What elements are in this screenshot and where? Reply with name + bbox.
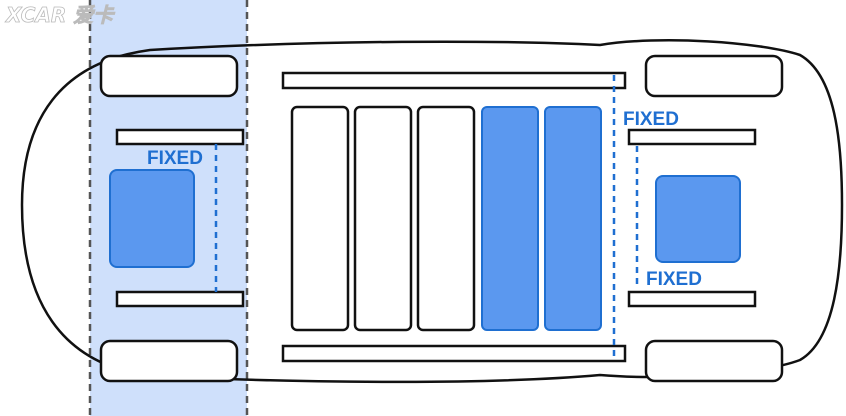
front-lower-bar	[115, 290, 245, 308]
rear-right-wheel	[644, 339, 784, 383]
battery-module-highlighted	[544, 106, 602, 331]
rear-lower-bar	[627, 290, 757, 308]
top-side-rail	[281, 71, 627, 90]
rear-fixed-top-label: FIXED	[623, 109, 679, 130]
front-motor-block	[109, 169, 195, 268]
car-body-outline	[20, 39, 844, 384]
front-left-wheel	[99, 54, 239, 98]
front-fixed-label: FIXED	[147, 148, 203, 169]
rear-upper-bar	[627, 128, 757, 146]
battery-module	[290, 105, 350, 332]
battery-module-highlighted	[481, 106, 539, 331]
bottom-side-rail	[281, 344, 627, 363]
rear-left-wheel	[644, 54, 784, 98]
battery-module	[416, 105, 476, 332]
rear-motor-block	[655, 175, 741, 263]
front-upper-bar	[115, 128, 245, 146]
battery-module	[353, 105, 413, 332]
front-right-wheel	[99, 339, 239, 383]
rear-fixed-bottom-label: FIXED	[646, 269, 702, 290]
watermark-logo: XCAR 爱卡	[4, 3, 115, 27]
